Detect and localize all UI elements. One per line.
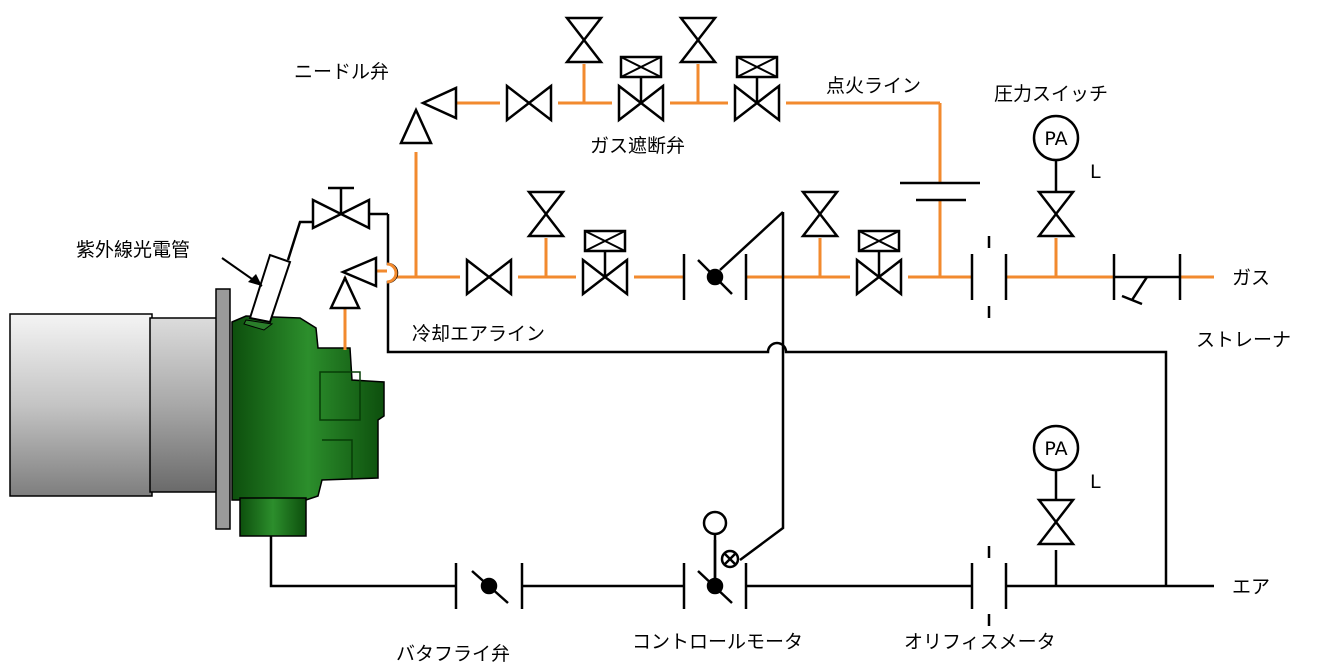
label-control-motor: コントロールモータ xyxy=(632,631,803,653)
gas-orifice xyxy=(970,236,1008,318)
pilot-needle-valve xyxy=(329,256,398,310)
ignition-vent-valve-1 xyxy=(565,16,603,64)
gas-shutoff-valve-2 xyxy=(733,55,781,122)
main-gas-gate-valve xyxy=(465,258,513,296)
burner xyxy=(9,253,385,537)
main-gas-vent-valve-2 xyxy=(801,190,839,238)
uv-tube xyxy=(248,253,292,324)
burner-head xyxy=(231,315,385,501)
main-gas-shutoff-valve-2 xyxy=(855,229,903,296)
pressure-switch-gas: PA L xyxy=(1032,114,1101,238)
air-orifice-meter xyxy=(970,546,1008,626)
pa-air-text: PA xyxy=(1044,438,1067,460)
air-lines xyxy=(269,211,1214,588)
ignition-gate-valve xyxy=(505,84,553,122)
label-gas-shutoff-valve: ガス遮断弁 xyxy=(590,135,685,157)
control-motor-valve xyxy=(682,510,748,609)
burner-flange xyxy=(215,288,231,530)
gas-lines xyxy=(343,64,1214,350)
air-butterfly-valve xyxy=(454,563,524,609)
burner-air-inlet xyxy=(239,497,307,537)
pa-gas-text: PA xyxy=(1044,128,1067,150)
needle-valve-symbol xyxy=(399,86,458,145)
label-pressure-switch: 圧力スイッチ xyxy=(994,83,1108,105)
gas-shutoff-valve-1 xyxy=(617,55,665,122)
strainer-symbol xyxy=(1112,254,1182,306)
burner-barrel xyxy=(9,313,153,497)
gas-butterfly-valve xyxy=(682,254,748,300)
pa-gas-low-text: L xyxy=(1090,161,1101,183)
label-orifice-meter: オリフィスメータ xyxy=(904,631,1056,653)
label-air: エア xyxy=(1232,576,1270,598)
label-butterfly-valve: バタフライ弁 xyxy=(396,643,510,665)
label-ignition-line: 点火ライン xyxy=(826,75,921,97)
main-gas-vent-valve-1 xyxy=(527,190,565,238)
label-cooling-air-line: 冷却エアライン xyxy=(412,323,545,345)
label-gas: ガス xyxy=(1232,267,1270,289)
label-uv-tube: 紫外線光電管 xyxy=(76,239,190,261)
main-gas-shutoff-valve-1 xyxy=(581,229,629,296)
ignition-orifice xyxy=(900,181,980,202)
pa-air-low-text: L xyxy=(1090,471,1101,493)
label-strainer: ストレーナ xyxy=(1196,329,1291,351)
cooling-air-valve xyxy=(311,186,371,231)
ignition-vent-valve-2 xyxy=(679,16,717,64)
burner-barrel-ring xyxy=(149,317,219,493)
label-needle-valve: ニードル弁 xyxy=(294,61,389,83)
pressure-switch-air: PA L xyxy=(1032,424,1101,546)
